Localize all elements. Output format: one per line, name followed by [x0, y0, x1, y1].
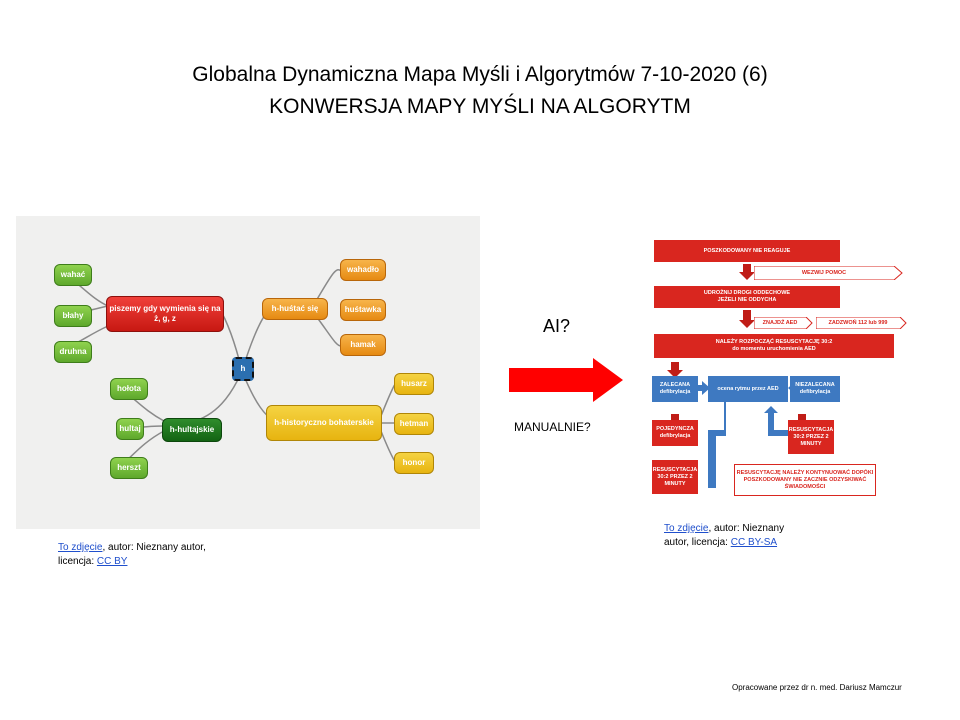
- mindmap-leaf: hultaj: [116, 418, 144, 440]
- mindmap-node-rule: piszemy gdy wymienia się na ż, g, z: [106, 296, 224, 332]
- photo-link[interactable]: To zdjęcie: [664, 523, 709, 534]
- mindmap-center-node: h: [232, 357, 254, 381]
- ai-question: AI?: [543, 316, 571, 336]
- flow-call-112-arrow: [816, 317, 907, 329]
- mindmap-leaf: hołota: [110, 378, 148, 400]
- flow-shock-advised: ZALECANA defibrylacja: [652, 376, 698, 402]
- slide-title-line2: KONWERSJA MAPY MYŚLI NA ALGORYTM: [269, 95, 691, 118]
- flow-single-shock: POJEDYNCZA defibrylacja: [652, 420, 698, 446]
- flow-text: do momentu uruchomienia AED: [732, 346, 816, 352]
- mindmap-node-hultajskie: h-hultajskie: [162, 418, 222, 442]
- flowchart-image: POSZKODOWANY NIE REAGUJE WEZWIJ POMOC UD…: [640, 238, 910, 498]
- mindmap-leaf: husarz: [394, 373, 434, 395]
- flow-find-aed-arrow: [754, 317, 813, 329]
- flow-rhythm-check: ocena rytmu przez AED: [708, 376, 788, 402]
- flow-cpr-2min-left: RESUSCYTACJA 30:2 PRZEZ 2 MINUTY: [652, 460, 698, 494]
- license-link[interactable]: CC BY-SA: [730, 537, 778, 548]
- mindmap-leaf: wahadło: [340, 259, 386, 281]
- flow-text: UDROŻNIJ DROGI ODDECHOWE: [703, 290, 791, 296]
- mindmap-leaf: hamak: [340, 334, 386, 356]
- flow-text: NALEŻY ROZPOCZĄĆ RESUSCYTACJĘ 30:2: [715, 339, 833, 345]
- mindmap-leaf: hetman: [394, 413, 434, 435]
- photo-link[interactable]: To zdjęcie: [58, 542, 103, 553]
- flow-continue-cpr: RESUSCYTACJĘ NALEŻY KONTYNUOWAĆ DOPÓKI P…: [734, 464, 876, 496]
- manual-question: MANUALNIE?: [514, 420, 591, 434]
- mindmap-leaf: druhna: [54, 341, 92, 363]
- flow-text: JEŻELI NIE ODDYCHA: [717, 297, 777, 303]
- caption-text: , autor: Nieznany autor,: [102, 542, 206, 553]
- caption-text: licencja:: [58, 556, 97, 567]
- mindmap-leaf: herszt: [110, 457, 148, 479]
- mindmap-leaf: błahy: [54, 305, 92, 327]
- caption-left: To zdjęcie, autor: Nieznany autor, licen…: [58, 541, 206, 569]
- flow-step-cpr: NALEŻY ROZPOCZĄĆ RESUSCYTACJĘ 30:2 do mo…: [654, 334, 894, 358]
- mindmap-leaf: huśtawka: [340, 299, 386, 321]
- flow-call-112: ZADZWOŃ 112 lub 999: [828, 319, 888, 326]
- flow-call-help: WEZWIJ POMOC: [801, 269, 847, 276]
- license-link[interactable]: CC BY: [96, 556, 128, 567]
- mindmap-leaf: honor: [394, 452, 434, 474]
- author-footer: Opracowane przez dr n. med. Dariusz Mamc…: [732, 683, 902, 692]
- red-arrow-icon: [509, 358, 623, 402]
- flow-step-no-response: POSZKODOWANY NIE REAGUJE: [654, 240, 840, 262]
- mindmap-node-hustac: h-huśtać się: [262, 298, 328, 320]
- mindmap-image: h piszemy gdy wymienia się na ż, g, z wa…: [16, 216, 480, 529]
- caption-text: autor, licencja:: [664, 537, 731, 548]
- caption-right: To zdjęcie, autor: Nieznany autor, licen…: [664, 522, 784, 550]
- flow-call-help-arrow: [754, 266, 903, 280]
- flow-find-aed: ZNAJDŹ AED: [762, 319, 798, 326]
- flow-step-airway: UDROŻNIJ DROGI ODDECHOWE JEŻELI NIE ODDY…: [654, 286, 840, 308]
- flow-cpr-2min-right: RESUSCYTACJA 30:2 PRZEZ 2 MINUTY: [788, 420, 834, 454]
- caption-text: , autor: Nieznany: [708, 523, 785, 534]
- slide-title-line1: Globalna Dynamiczna Mapa Myśli i Algoryt…: [192, 63, 768, 86]
- flow-shock-not-advised: NIEZALECANA defibrylacja: [790, 376, 840, 402]
- mindmap-leaf: wahać: [54, 264, 92, 286]
- mindmap-node-historyczno: h-historyczno bohaterskie: [266, 405, 382, 441]
